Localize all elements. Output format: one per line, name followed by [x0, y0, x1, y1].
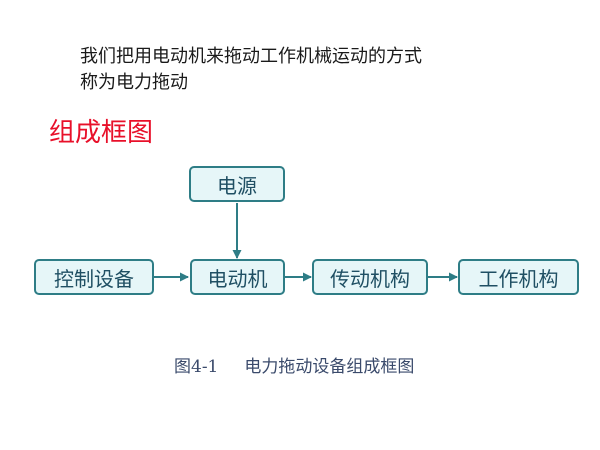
intro-line-2: 称为电力拖动	[80, 72, 188, 93]
figure-caption: 图4-1 电力拖动设备组成框图	[174, 352, 414, 377]
node-power-source: 电源	[189, 166, 285, 202]
figure-title: 电力拖动设备组成框图	[244, 357, 415, 377]
node-working-machine: 工作机构	[458, 259, 579, 295]
figure-number: 图4-1	[174, 357, 219, 377]
node-motor: 电动机	[190, 259, 285, 295]
node-transmission: 传动机构	[312, 259, 428, 295]
section-heading: 组成框图	[49, 118, 154, 148]
intro-text: 我们把用电动机来拖动工作机械运动的方式 称为电力拖动	[80, 44, 422, 96]
node-control-equipment: 控制设备	[34, 259, 154, 295]
intro-line-1: 我们把用电动机来拖动工作机械运动的方式	[80, 46, 422, 67]
